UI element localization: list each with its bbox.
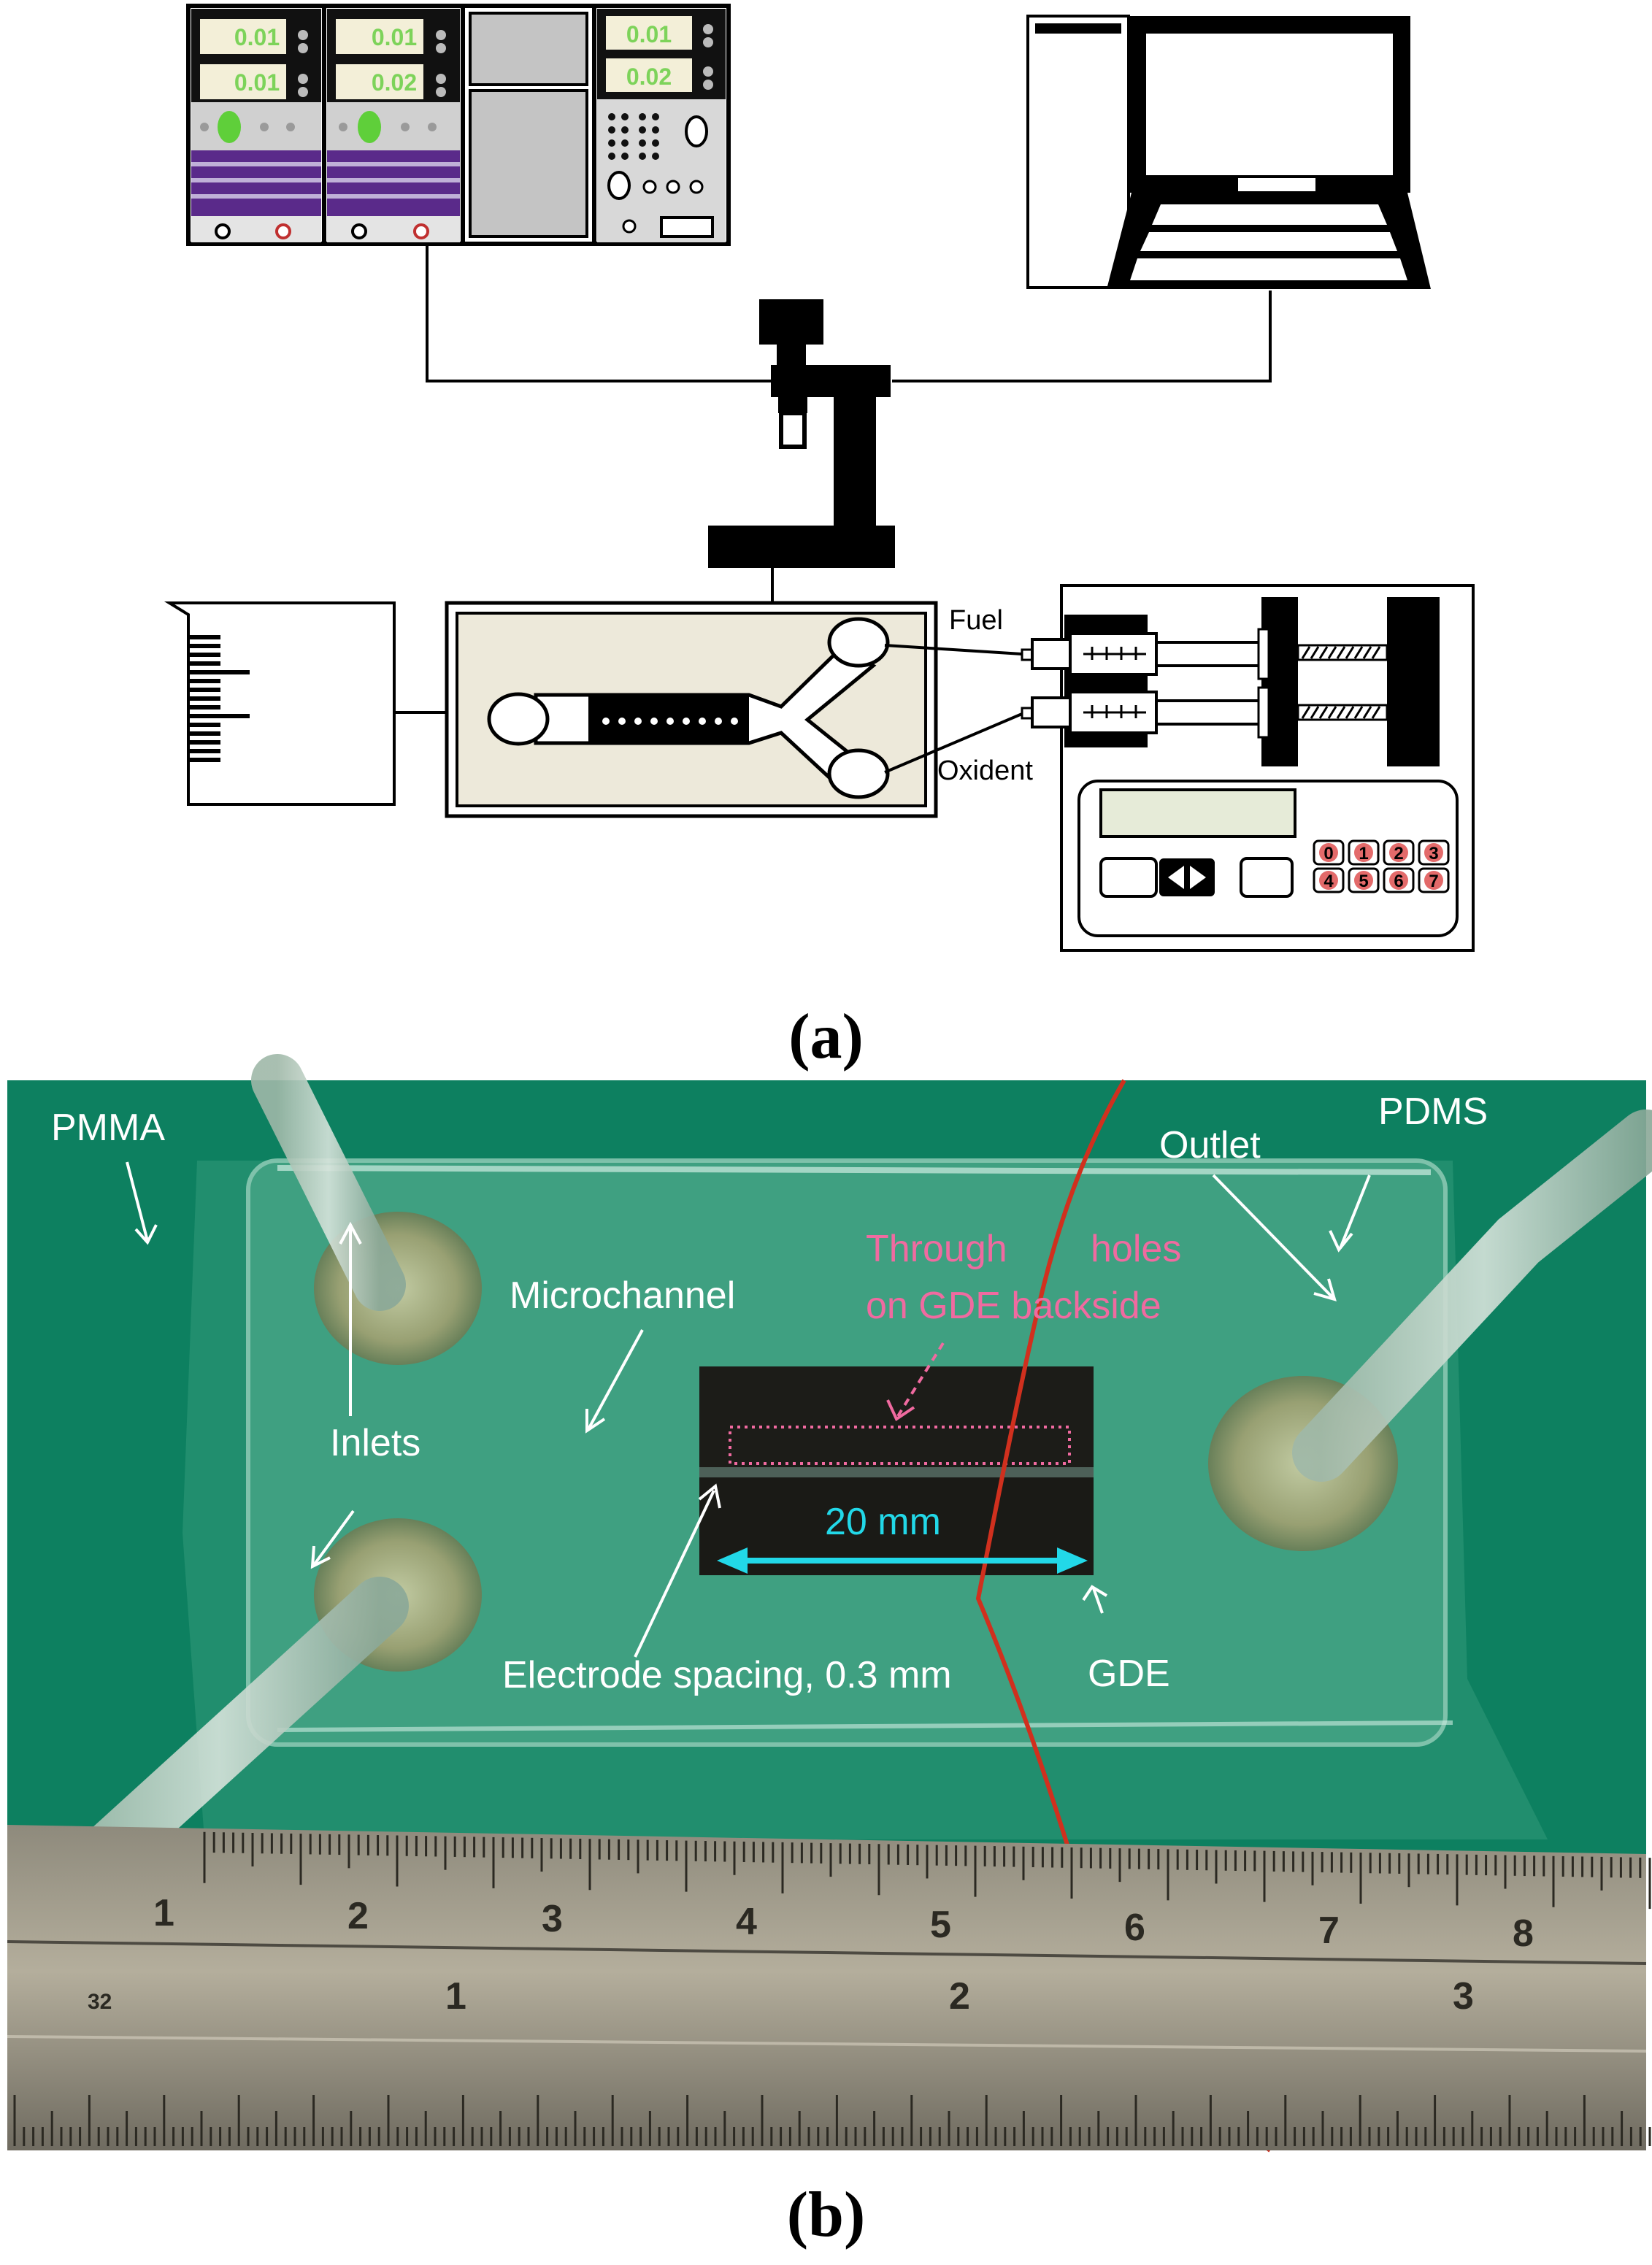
gde-label: GDE (1088, 1653, 1170, 1695)
microchannel-label: Microchannel (510, 1274, 735, 1317)
pump-key-7: 7 (1418, 867, 1450, 893)
meter-top-display: 0.01 (626, 21, 672, 47)
beaker-icon (164, 601, 396, 806)
pdms-label: PDMS (1378, 1091, 1488, 1133)
svg-text:7: 7 (1429, 872, 1438, 891)
psu1-top-display: 0.01 (234, 24, 280, 50)
caption-b: (b) (786, 2180, 866, 2250)
through-holes-arrow (896, 1342, 945, 1418)
pump-key-6: 6 (1383, 867, 1415, 893)
ruler-number: 1 (153, 1892, 174, 1934)
inlet-tube-top (251, 1054, 406, 1311)
svg-text:5: 5 (1359, 872, 1368, 891)
ruler-number: 5 (930, 1904, 951, 1946)
desktop-computer-icon (1026, 15, 1130, 289)
psu2-bottom-display: 0.02 (372, 69, 417, 96)
power-supply-icon: 0.01 0.01 (186, 4, 326, 246)
fuel-label: Fuel (949, 605, 1003, 636)
ruler-number: 32 (88, 1990, 112, 2014)
outlet-label: Outlet (1159, 1124, 1261, 1166)
through-label: Through (866, 1228, 1007, 1270)
length-dimension-arrow (717, 1547, 1088, 1574)
steel-ruler: 1 2 3 4 5 6 7 8 32 1 2 3 (7, 1825, 1651, 2150)
psu1-bottom-display: 0.01 (234, 69, 280, 96)
laptop-icon (1107, 16, 1431, 289)
length-label: 20 mm (825, 1501, 941, 1543)
ruler-number: 4 (736, 1901, 757, 1943)
outlet-tube (1292, 1110, 1652, 1482)
caption-a-letter: a (810, 1001, 842, 1072)
pump-key-2: 2 (1383, 839, 1415, 866)
oxidant-label: Oxident (937, 755, 1033, 786)
ruler-number: 3 (542, 1898, 563, 1940)
ruler-number: 1 (445, 1975, 466, 2018)
pump-key-0: 0 (1313, 839, 1345, 866)
svg-text:6: 6 (1394, 872, 1403, 891)
annotation-arrows (126, 1161, 1371, 1658)
power-supply-icon: 0.01 0.02 (322, 4, 465, 246)
gde-electrodes (699, 1366, 1094, 1575)
ruler-number: 6 (1124, 1907, 1145, 1949)
svg-text:3: 3 (1429, 844, 1438, 864)
svg-text:0: 0 (1323, 844, 1333, 864)
multimeter-icon: 0.01 0.02 (592, 4, 731, 246)
pump-keypad: 0 1 2 3 4 5 6 7 (1313, 839, 1450, 893)
instrument-module-icon (461, 4, 596, 246)
gde-backside-label: on GDE backside (866, 1285, 1161, 1327)
holes-label: holes (1091, 1228, 1181, 1270)
ruler-number: 8 (1513, 1912, 1534, 1955)
panel-a-diagram: 0.01 0.01 0.01 0.02 (164, 4, 1475, 952)
microfluidic-chip-icon (445, 601, 938, 818)
pump-key-5: 5 (1348, 867, 1380, 893)
pump-key-4: 4 (1313, 867, 1345, 893)
caption-a: (a) (788, 1001, 864, 1072)
pmma-label: PMMA (51, 1107, 165, 1149)
pump-key-3: 3 (1418, 839, 1450, 866)
svg-text:2: 2 (1394, 844, 1403, 864)
pump-key-1: 1 (1348, 839, 1380, 866)
microscope-icon (708, 299, 895, 568)
meter-bottom-display: 0.02 (626, 64, 672, 90)
electrode-spacing-label: Electrode spacing, 0.3 mm (502, 1654, 952, 1696)
svg-text:4: 4 (1323, 872, 1334, 891)
ruler-number: 2 (949, 1975, 970, 2018)
psu2-top-display: 0.01 (372, 24, 417, 50)
ruler-number: 7 (1318, 1910, 1340, 1952)
ruler-number: 2 (347, 1895, 369, 1937)
syringe-pump-icon (1021, 584, 1475, 952)
svg-text:1: 1 (1359, 844, 1368, 864)
ruler-number: 3 (1453, 1975, 1474, 2018)
caption-b-letter: b (808, 2180, 844, 2250)
inlets-label: Inlets (330, 1422, 420, 1464)
